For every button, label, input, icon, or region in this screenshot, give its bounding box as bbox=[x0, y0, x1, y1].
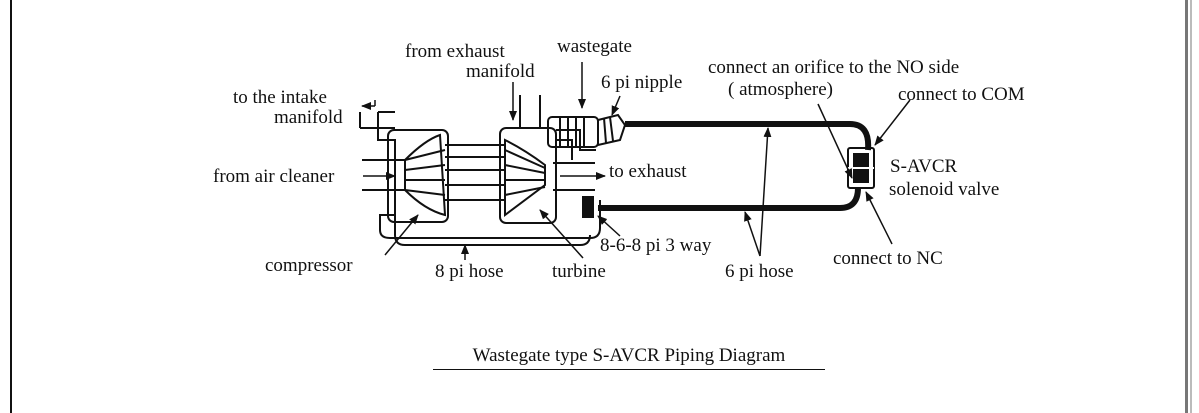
intake-pipe bbox=[359, 111, 395, 129]
air-inlet-pipe bbox=[362, 159, 405, 191]
three-way-fitting bbox=[582, 196, 594, 218]
label-from-exhaust: from exhaust bbox=[405, 41, 505, 62]
label-wastegate: wastegate bbox=[557, 36, 632, 57]
label-from-air-cleaner: from air cleaner bbox=[213, 166, 335, 187]
page-left-border bbox=[10, 0, 12, 413]
six-pi-hose-bottom bbox=[598, 187, 861, 211]
label-to-exhaust: to exhaust bbox=[609, 161, 687, 182]
page-right-border-shadow bbox=[1190, 0, 1192, 413]
label-turbine: turbine bbox=[552, 261, 606, 282]
label-savcr: S-AVCR bbox=[890, 156, 958, 177]
label-connect-com: connect to COM bbox=[898, 84, 1025, 105]
turbine-housing bbox=[499, 95, 596, 224]
label-intake-manifold: manifold bbox=[274, 107, 343, 128]
label-compressor: compressor bbox=[265, 255, 353, 276]
page-right-border bbox=[1185, 0, 1188, 413]
label-3-way: 8-6-8 pi 3 way bbox=[600, 235, 712, 256]
turbo-center-section bbox=[445, 144, 505, 201]
label-8pi-hose: 8 pi hose bbox=[435, 261, 504, 282]
label-exhaust-manifold: manifold bbox=[466, 61, 535, 82]
label-atmosphere: ( atmosphere) bbox=[728, 79, 833, 100]
solenoid-valve bbox=[847, 147, 875, 189]
six-pi-hose-top bbox=[625, 121, 872, 151]
label-connect-orifice: connect an orifice to the NO side bbox=[708, 57, 960, 78]
eight-pi-hose bbox=[394, 215, 591, 246]
nipple-fitting bbox=[597, 113, 627, 147]
label-6pi-nipple: 6 pi nipple bbox=[601, 72, 683, 93]
label-connect-nc: connect to NC bbox=[833, 248, 943, 269]
label-solenoid-valve: solenoid valve bbox=[889, 179, 1000, 200]
label-to-intake: to the intake bbox=[233, 87, 327, 108]
annotation-arrows bbox=[361, 62, 911, 260]
label-6pi-hose: 6 pi hose bbox=[725, 261, 794, 282]
diagram-caption: Wastegate type S-AVCR Piping Diagram bbox=[433, 345, 825, 370]
